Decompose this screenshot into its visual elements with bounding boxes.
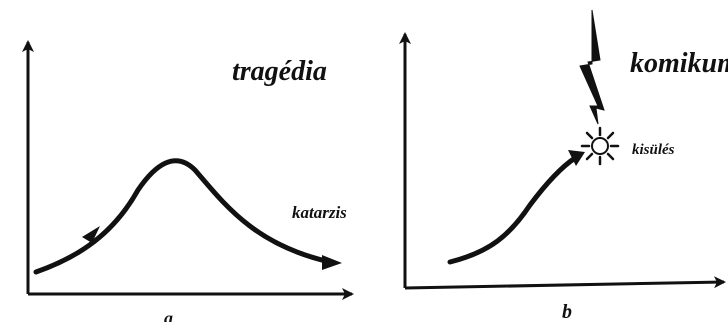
discharge-label: kisülés: [632, 142, 675, 158]
right-x-axis: [404, 276, 726, 290]
comedy-title: komikum: [630, 48, 728, 79]
catharsis-label: katarzis: [292, 203, 347, 222]
comedy-curve-arrow: [568, 150, 585, 166]
right-sublabel: b: [562, 301, 572, 322]
comedy-curve: [447, 155, 578, 265]
comedy-panel: komikum kisülés b: [399, 9, 728, 322]
tragedy-curve: [33, 158, 333, 275]
left-sublabel: a: [164, 308, 173, 322]
tragedy-curve-end-arrow: [322, 255, 342, 270]
tragedy-panel: tragédia katarzis a: [22, 40, 354, 322]
tragedy-curve-arrow: [82, 226, 100, 243]
lightning-icon: [579, 9, 605, 125]
discharge-burst-icon: [580, 126, 620, 166]
tragedy-title: tragédia: [232, 56, 327, 87]
